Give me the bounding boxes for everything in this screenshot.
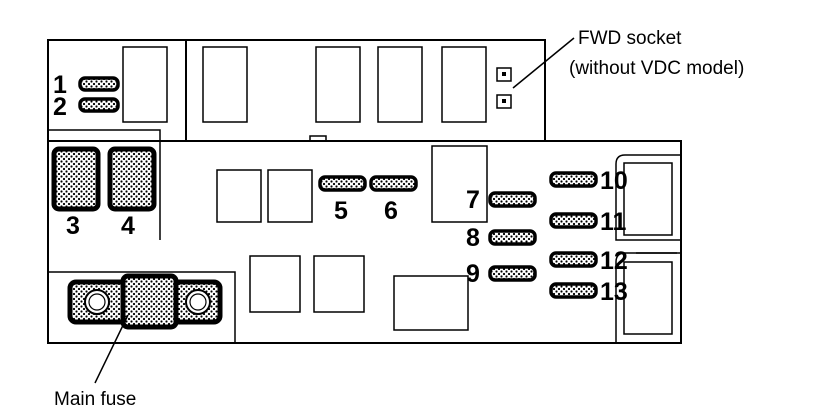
fuse-6 [369, 175, 418, 192]
fuse-9 [488, 265, 537, 282]
main-fuse [67, 273, 223, 330]
relay-main-6 [393, 275, 469, 331]
main-fuse-compartment [48, 271, 236, 343]
fuse-label-8: 8 [466, 224, 480, 252]
fuse-12 [549, 251, 598, 268]
fuse-label-3: 3 [66, 212, 80, 240]
relay-main-2 [267, 169, 313, 223]
right-relay-bracket-bottom [615, 252, 681, 343]
fwd-socket-leader [512, 37, 575, 89]
fuse-3 [51, 146, 101, 212]
relay-right-top [623, 162, 673, 236]
fuse-label-11: 11 [600, 208, 627, 236]
fuse-label-7: 7 [466, 186, 480, 214]
fuse-13 [549, 282, 598, 299]
relay-main-1 [216, 169, 262, 223]
fuse-label-9: 9 [466, 260, 480, 288]
right-relay-bracket-top [615, 154, 681, 241]
relay-main-4 [249, 255, 301, 313]
fuse-4 [107, 146, 157, 212]
fuse-10 [549, 171, 598, 188]
fusebox-housing [47, 39, 682, 344]
fuse-7 [488, 191, 537, 208]
fuse-label-6: 6 [384, 197, 398, 225]
fuse-label-10: 10 [600, 167, 628, 195]
relay-main-3 [431, 145, 488, 223]
fuse-label-4: 4 [121, 212, 135, 240]
fuse-8 [488, 229, 537, 246]
fuse-label-2: 2 [53, 93, 67, 121]
fuse-label-12: 12 [600, 247, 628, 275]
fwd-socket-note: (without VDC model) [569, 58, 744, 79]
fuse-2 [78, 97, 120, 113]
fuse-label-1: 1 [53, 71, 67, 99]
main-fuse-leader [94, 314, 129, 384]
fuse-11 [549, 212, 598, 229]
relay-upper-1 [122, 46, 168, 123]
fuse-5 [318, 175, 367, 192]
main-fuse-label: Main fuse [54, 389, 136, 410]
fwd-socket [496, 67, 512, 109]
relay-upper-3 [315, 46, 361, 123]
fuse-label-5: 5 [334, 197, 348, 225]
fuse-1 [78, 76, 120, 92]
relay-upper-2 [202, 46, 248, 123]
relay-main-5 [313, 255, 365, 313]
relay-upper-4 [377, 46, 423, 123]
fuse-label-13: 13 [600, 278, 628, 306]
relay-right-bottom [623, 261, 673, 335]
relay-upper-5 [441, 46, 487, 123]
fwd-socket-label: FWD socket [578, 28, 682, 49]
housing-notch [309, 135, 327, 141]
left-subpanel [48, 129, 161, 240]
